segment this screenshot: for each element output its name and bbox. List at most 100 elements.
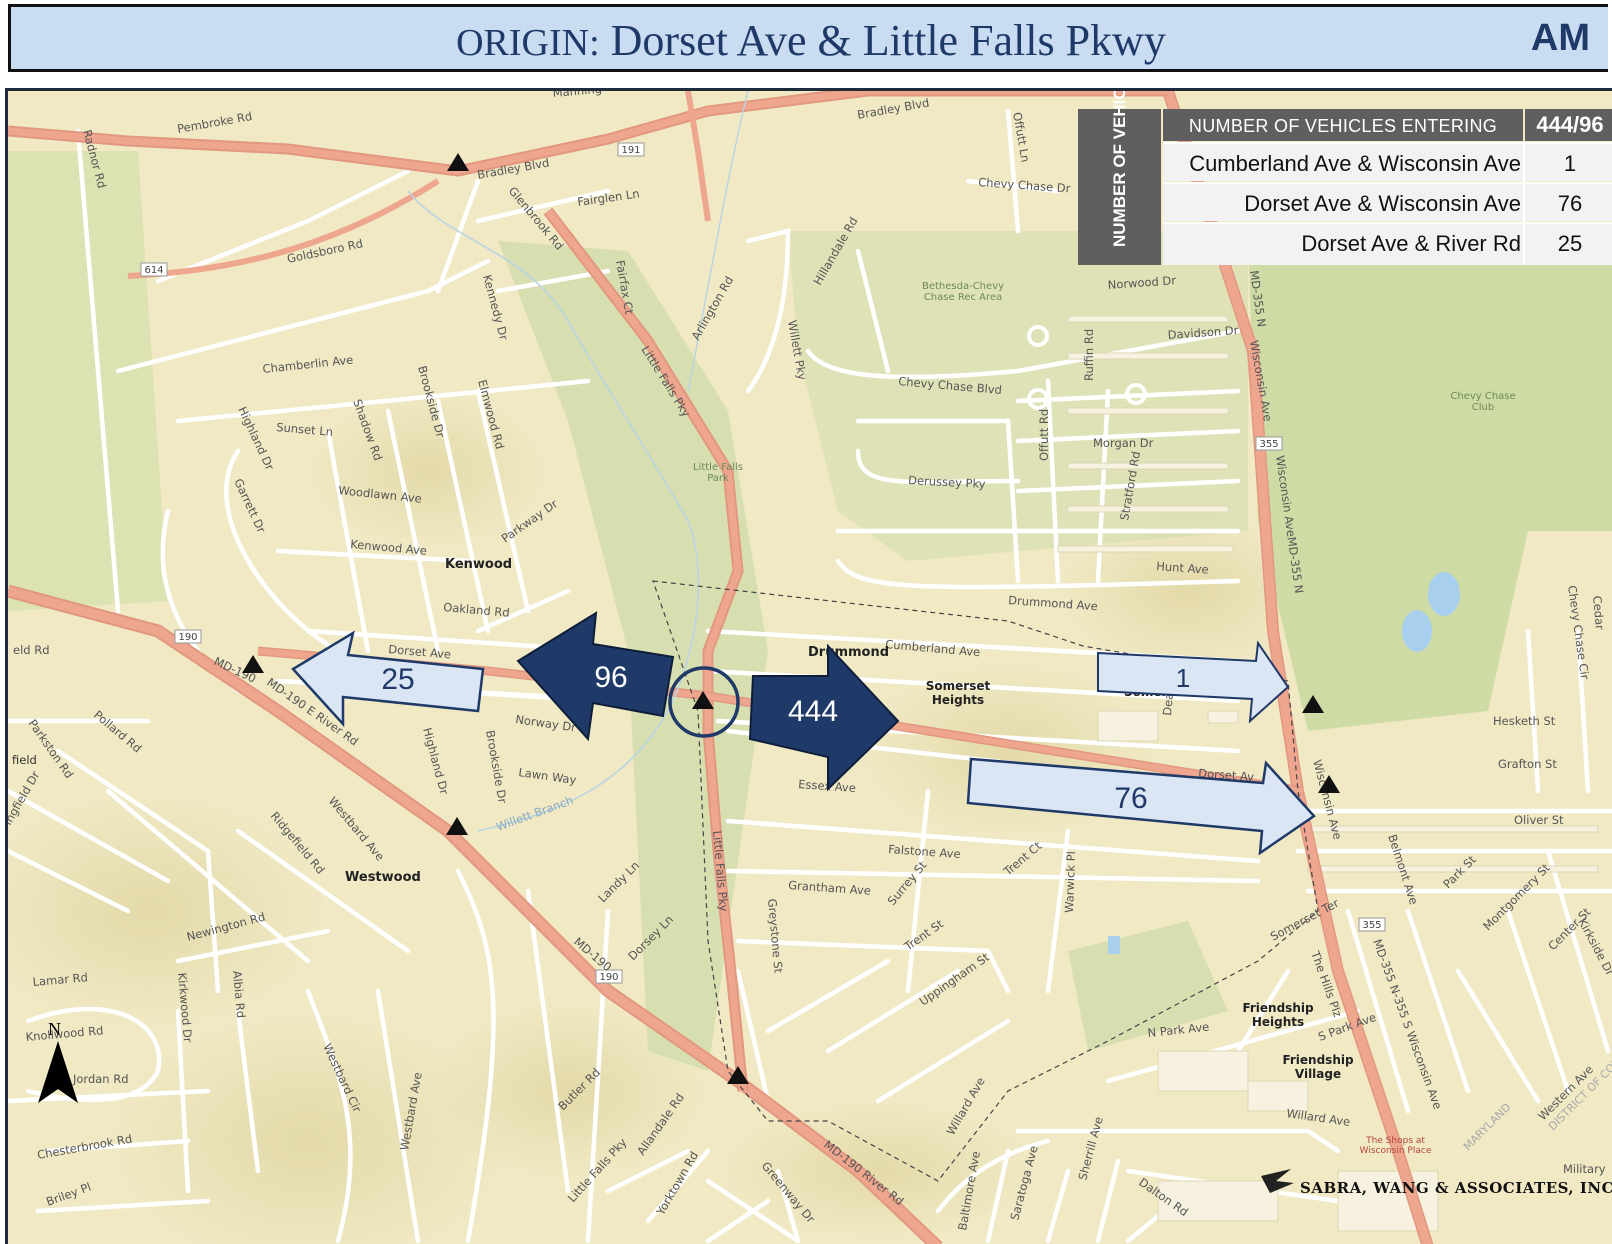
exiting-header: NUMBER OF VEHICLES EXITING	[1110, 88, 1129, 247]
label-grafton: Grafton St	[1498, 757, 1557, 771]
marker-dorset-wisconsin	[1318, 775, 1340, 793]
company-name: SABRA, WANG & ASSOCIATES, INC	[1300, 1179, 1612, 1197]
row-name: Dorset Ave & River Rd	[1301, 231, 1521, 256]
arrow-to-river-rd-label: 25	[381, 663, 414, 696]
row-separator	[1523, 224, 1525, 263]
row-value: 25	[1557, 231, 1583, 256]
exiting-header-cell: NUMBER OF VEHICLES EXITING	[1078, 88, 1161, 265]
label-sunset: Sunset Ln	[276, 420, 334, 439]
company-logo: SABRA, WANG & ASSOCIATES, INC	[1261, 1169, 1612, 1197]
label-norwood: Norwood Dr	[1107, 273, 1176, 292]
arrow-to-cumberland-label: 1	[1176, 663, 1190, 693]
stream	[407, 190, 700, 832]
table-row: Dorset Ave & Wisconsin Ave 76	[1163, 182, 1612, 223]
origin-circle[interactable]	[668, 666, 740, 738]
flow-arrows: 25 96 444 1 76	[291, 611, 1316, 856]
origin-location: Dorset Ave & Little Falls Pkwy	[610, 16, 1166, 65]
label-davidson: Davidson Dr	[1167, 323, 1239, 342]
place-chevy-chase-club: Chevy Chase Club	[1450, 391, 1516, 413]
river-rd-md190	[8, 584, 943, 1244]
label-oliver: Oliver St	[1514, 813, 1564, 827]
place-friendship-heights: Friendship Heights	[1242, 1001, 1314, 1029]
place-kenwood: Kenwood	[445, 557, 512, 572]
vehicle-counts-table: NUMBER OF VEHICLES EXITING NUMBER OF VEH…	[1078, 88, 1612, 265]
intersection-markers	[242, 153, 1340, 1084]
title-bar: ORIGIN: Dorset Ave & Little Falls Pkwy A…	[8, 4, 1608, 72]
little-falls-pkwy	[543, 91, 749, 1092]
shield-355-south: 355	[1362, 920, 1381, 931]
arrow-origin-exit	[516, 611, 675, 742]
label-greystone: Greystone St	[765, 898, 785, 974]
place-little-falls-park: Little Falls Park	[692, 462, 744, 484]
arrow-origin-exit-label: 96	[594, 661, 627, 694]
bradley-blvd	[8, 91, 1168, 177]
label-warwick: Warwick Pl	[1062, 851, 1078, 913]
label-falstone: Falstone Ave	[888, 842, 961, 861]
north-label: N	[48, 1019, 61, 1039]
place-drummond: Drummond	[808, 645, 889, 660]
north-arrow: N	[38, 1019, 78, 1103]
marker-dorset-river	[242, 655, 264, 673]
label-drummond-ave: Drummond Ave	[1008, 593, 1098, 613]
label-lamar: Lamar Rd	[32, 970, 88, 989]
marker-bradley	[447, 153, 469, 171]
marker-origin	[692, 691, 714, 709]
label-jordan: Jordan Rd	[72, 1072, 129, 1086]
place-military: Military	[1563, 1162, 1606, 1176]
place-shops: The Shops at Wisconsin Place	[1359, 1136, 1432, 1156]
row-separator	[1523, 144, 1525, 183]
marker-river-westbard	[446, 817, 468, 835]
place-friendship-village: Friendship Village	[1282, 1053, 1354, 1081]
marker-cumberland-wisconsin	[1302, 695, 1324, 713]
origin-title: ORIGIN: Dorset Ave & Little Falls Pkwy	[11, 15, 1611, 66]
label-derussey: Derussey Pky	[908, 473, 986, 491]
row-name: Cumberland Ave & Wisconsin Ave	[1189, 151, 1521, 176]
building-footprints	[1057, 315, 1599, 1232]
arrow-to-wisconsin	[966, 757, 1316, 856]
label-eld: eld Rd	[13, 643, 50, 657]
label-manning: Manning	[552, 91, 602, 100]
row-value: 1	[1563, 151, 1577, 176]
label-hesketh: Hesketh St	[1493, 714, 1556, 728]
label-offutt-rd: Offutt Rd	[1037, 409, 1051, 461]
arrow-to-wisconsin-label: 76	[1114, 782, 1147, 815]
label-kirkwood: Kirkwood Dr	[175, 972, 195, 1043]
label-chevy-chase-dr: Chevy Chase Dr	[978, 175, 1071, 195]
traffic-circles	[1027, 325, 1147, 410]
table-row: Cumberland Ave & Wisconsin Ave 1	[1163, 142, 1612, 183]
shield-190-west: 190	[178, 632, 197, 643]
map-panel[interactable]: 191 614 190 190 355 355 Pembroke Rd Radn…	[5, 88, 1612, 1244]
place-rec-area: Bethesda-Chevy Chase Rec Area	[921, 281, 1005, 303]
label-morgan: Morgan Dr	[1093, 436, 1154, 450]
label-albia: Albia Rd	[230, 970, 248, 1019]
label-ruffin: Ruffin Rd	[1082, 329, 1096, 381]
row-value: 76	[1557, 191, 1583, 216]
marker-river-little-falls	[727, 1066, 749, 1084]
table-row: Dorset Ave & River Rd 25	[1163, 222, 1612, 265]
arrow-origin-enter	[748, 643, 900, 792]
label-oakland: Oakland Rd	[443, 600, 511, 620]
stream-north	[687, 91, 749, 392]
label-n-park: N Park Ave	[1147, 1020, 1210, 1040]
shield-191: 191	[621, 145, 640, 156]
origin-label: ORIGIN:	[456, 22, 600, 64]
entering-header: NUMBER OF VEHICLES ENTERING	[1163, 109, 1523, 141]
label-knollwood: Knollwood Rd	[25, 1023, 104, 1044]
row-name: Dorset Ave & Wisconsin Ave	[1244, 191, 1521, 216]
terrain-shading	[8, 391, 1318, 1244]
place-somerset-heights: Somerset Heights	[925, 679, 991, 707]
label-kenwood-ave: Kenwood Ave	[350, 537, 428, 558]
label-dorset-w: Dorset Ave	[388, 642, 452, 661]
map-canvas[interactable]: 191 614 190 190 355 355 Pembroke Rd Radn…	[8, 91, 1612, 1244]
label-grantham: Grantham Ave	[788, 878, 872, 898]
row-separator	[1523, 184, 1525, 223]
shield-190-south: 190	[599, 972, 618, 983]
label-hunt: Hunt Ave	[1156, 559, 1209, 577]
entering-total: 444/96	[1525, 109, 1612, 141]
label-field: field	[12, 753, 37, 767]
place-westwood: Westwood	[345, 870, 421, 885]
arrow-to-cumberland	[1097, 640, 1290, 724]
label-cedar: Cedar	[1590, 595, 1607, 631]
route-shields: 191 614 190 190 355 355	[140, 142, 1386, 984]
shield-355-north: 355	[1259, 439, 1278, 450]
